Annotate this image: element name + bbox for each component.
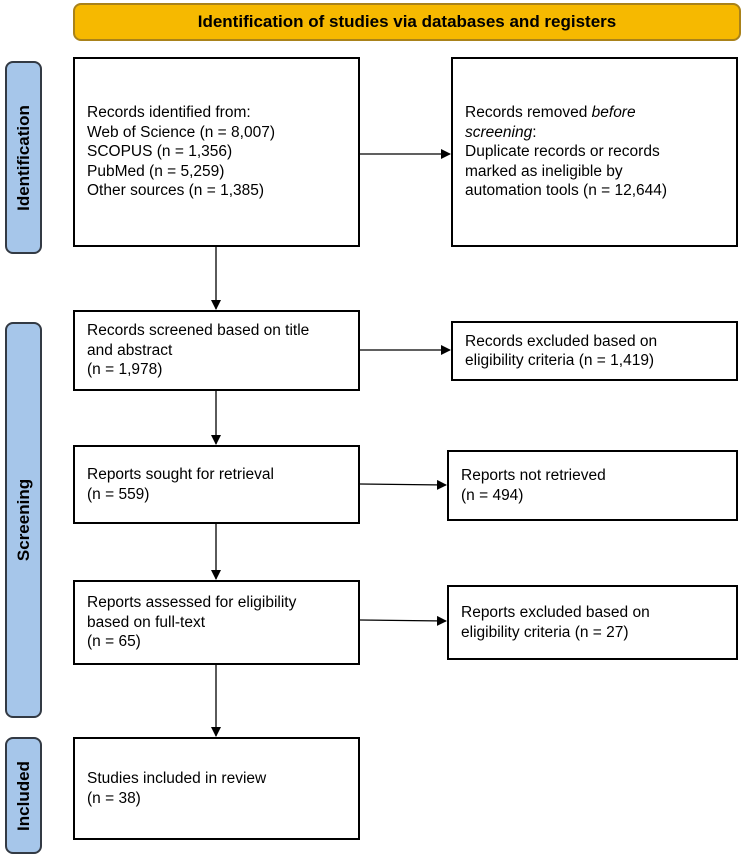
section-header-title: Identification of studies via databases …: [197, 12, 617, 31]
records-excluded-box: Records excluded based on eligibility cr…: [451, 321, 738, 381]
arrow-assessed-to-excluded: [359, 615, 447, 626]
records-removed-line-4: marked as ineligible by: [465, 162, 623, 180]
reports-sought-line-2: (n = 559): [87, 485, 150, 503]
phase-screening: Screening: [5, 322, 42, 718]
arrow-sought-to-not-retrieved: [359, 479, 447, 490]
reports-excluded-box: Reports excluded based on eligibility cr…: [447, 585, 738, 660]
records-removed-colon: :: [532, 123, 537, 141]
reports-excluded-line-2: eligibility criteria (n = 27): [461, 623, 629, 641]
records-removed-prefix: Records removed: [465, 104, 592, 122]
records-screened-line-3: (n = 1,978): [87, 361, 163, 379]
records-removed-box: Records removed before screening: Duplic…: [451, 57, 738, 247]
phase-identification: Identification: [5, 61, 42, 254]
reports-assessed-line-2: based on full-text: [87, 613, 206, 631]
reports-not-retrieved-box: Reports not retrieved (n = 494): [447, 450, 738, 521]
records-removed-line-1: Records removed before: [465, 103, 724, 123]
records-removed-line-3: Duplicate records or records: [465, 143, 660, 161]
reports-excluded-line-1: Reports excluded based on: [461, 604, 650, 621]
studies-included-line-2: (n = 38): [87, 789, 141, 807]
reports-sought-line-1: Reports sought for retrieval: [87, 466, 274, 483]
studies-included-line-1: Studies included in review: [87, 770, 267, 787]
reports-not-retrieved-line-2: (n = 494): [461, 486, 524, 504]
reports-not-retrieved-line-1: Reports not retrieved: [461, 467, 606, 484]
reports-assessed-box: Reports assessed for eligibility based o…: [73, 580, 360, 665]
phase-included: Included: [5, 737, 42, 854]
records-excluded-line-1: Records excluded based on: [465, 332, 658, 350]
reports-assessed-line-3: (n = 65): [87, 633, 141, 651]
records-removed-line-2: screening:: [465, 123, 724, 143]
records-screened-box: Records screened based on title and abst…: [73, 310, 360, 391]
records-excluded-line-2: eligibility criteria (n = 1,419): [465, 352, 655, 369]
reports-assessed-line-1: Reports assessed for eligibility: [87, 594, 297, 612]
records-removed-line-5: automation tools (n = 12,644): [465, 182, 668, 200]
source-pubmed: PubMed (n = 5,259): [87, 162, 225, 180]
source-scopus: SCOPUS (n = 1,356): [87, 143, 233, 161]
records-screened-line-2: and abstract: [87, 341, 173, 359]
records-screened-line-1: Records screened based on title: [87, 322, 310, 340]
records-removed-italic-before: before: [591, 104, 636, 122]
source-other: Other sources (n = 1,385): [87, 182, 265, 200]
reports-sought-box: Reports sought for retrieval (n = 559): [73, 445, 360, 524]
studies-included-box: Studies included in review (n = 38): [73, 737, 360, 840]
source-web-of-science: Web of Science (n = 8,007): [87, 123, 275, 141]
section-header: Identification of studies via databases …: [73, 3, 741, 41]
records-identified-box: Records identified from: Web of Science …: [73, 57, 360, 247]
records-removed-italic-screening: screening: [465, 123, 533, 141]
records-identified-heading: Records identified from:: [87, 104, 251, 122]
